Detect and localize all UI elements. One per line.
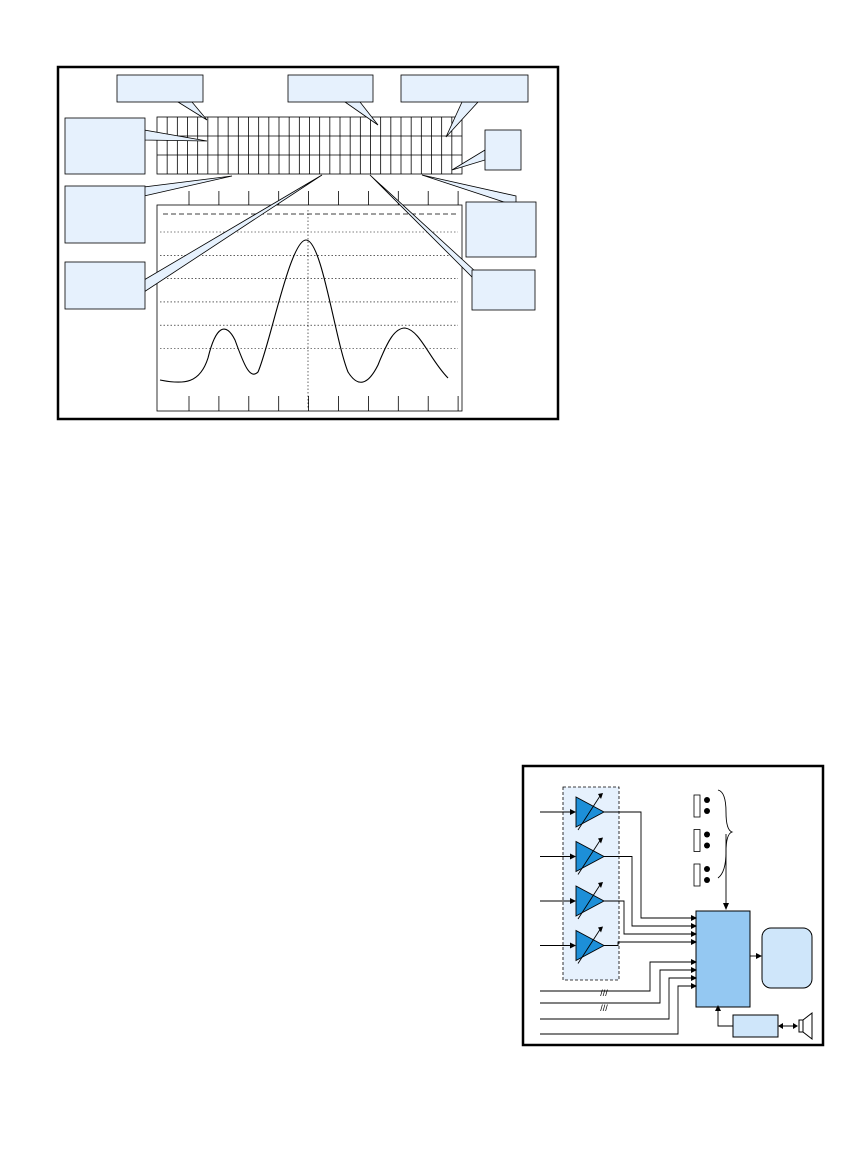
processor-input-arrow <box>691 939 697 945</box>
gain-adjust-arrowhead <box>598 882 603 888</box>
amplifier-output-wire <box>604 900 696 935</box>
bus-mark-2: /// <box>600 1003 608 1013</box>
contact-dot <box>704 877 710 883</box>
processor-input-arrow <box>691 915 697 921</box>
amplifier-input-arrow <box>570 942 576 949</box>
callout-box-8 <box>64 261 146 310</box>
switch-group-brace <box>717 789 734 879</box>
amplifier-output-wire <box>604 811 696 919</box>
processor-input-arrow <box>691 959 697 965</box>
gain-adjust-arrowhead <box>598 926 603 933</box>
top-figure-frame <box>56 65 560 421</box>
display-block <box>761 927 813 989</box>
display-feed-arrow <box>756 953 762 959</box>
speaker-link-arrow-left <box>778 1023 783 1029</box>
auxiliary-input-wire <box>540 969 696 1004</box>
amplifier-input-arrow <box>570 809 576 815</box>
amplifier-stack <box>575 793 605 964</box>
callout-pointer-8 <box>143 174 323 293</box>
callout-box-1 <box>116 74 204 103</box>
contact-dot <box>704 797 710 803</box>
amplifier-inputs <box>540 809 576 949</box>
callout-pointer-7 <box>421 174 517 207</box>
interface-block <box>732 1014 779 1038</box>
callout-box-3 <box>400 74 529 103</box>
contact-dot <box>704 866 710 872</box>
callout-box-4 <box>64 117 146 175</box>
processor-input-arrow <box>691 923 697 929</box>
gain-adjust-arrowhead <box>598 793 603 799</box>
processor-input-arrow <box>691 983 697 989</box>
auxiliary-input-wire <box>540 985 696 1035</box>
signal-plot <box>156 191 463 412</box>
contact-switch <box>693 829 701 852</box>
callout-box-6 <box>64 185 146 244</box>
processor-input-wires <box>540 811 697 1035</box>
contact-switch <box>693 863 701 887</box>
amplifier-output-wire <box>604 941 696 946</box>
contact-dot <box>704 842 710 849</box>
bottom-figure: /// /// <box>521 764 825 1047</box>
switch-bus-arrow <box>723 903 729 910</box>
speaker-link-arrow-right <box>793 1023 798 1029</box>
bottom-figure-frame <box>521 764 825 1047</box>
top-figure <box>56 65 560 421</box>
callout-connectors <box>143 101 517 294</box>
callout-box-7 <box>465 201 537 258</box>
interface-link-arrow <box>715 1005 721 1011</box>
interface-link-line <box>717 1007 733 1027</box>
callout-box-5 <box>484 129 522 171</box>
processor-input-arrow <box>691 931 697 937</box>
gain-adjust-arrow <box>577 840 601 875</box>
plot-border <box>156 204 463 412</box>
processor-block <box>695 910 751 1008</box>
processor-input-arrow <box>691 975 697 981</box>
callout-box-2 <box>287 74 374 103</box>
gain-adjust-arrowhead <box>598 837 603 844</box>
amplifier-input-arrow <box>570 853 576 860</box>
character-grid <box>156 116 463 175</box>
amplifier-input-arrow <box>570 898 576 904</box>
speaker-icon-body <box>798 1019 804 1033</box>
callout-boxes <box>64 74 537 311</box>
callout-box-9 <box>471 269 536 311</box>
bus-mark-1: /// <box>600 988 608 998</box>
contact-switches <box>693 794 710 887</box>
gain-adjust-arrow <box>577 795 601 831</box>
callout-pointer-5 <box>451 149 486 171</box>
contact-dot <box>704 808 710 814</box>
auxiliary-input-wire <box>540 961 696 992</box>
contact-dot <box>704 831 710 838</box>
contact-switch <box>693 794 701 818</box>
signal-waveform <box>159 239 449 383</box>
auxiliary-input-wire <box>540 977 696 1020</box>
amplifier-output-wire <box>604 856 696 927</box>
gain-adjust-arrow <box>577 884 601 920</box>
processor-input-arrow <box>691 967 697 973</box>
gain-adjust-arrow <box>577 929 601 964</box>
speaker-icon <box>802 1011 813 1041</box>
